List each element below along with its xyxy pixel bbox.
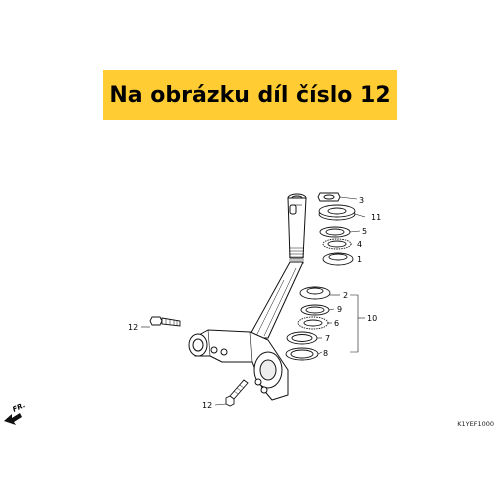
lower-bearing-stack (285, 286, 331, 361)
title-banner: Na obrázku díl číslo 12 (103, 70, 397, 120)
callout-4: 4 (357, 240, 362, 249)
callout-labels: 3 11 5 4 1 2 9 6 7 8 10 12 12 (128, 196, 381, 410)
leader-lines (141, 196, 366, 406)
callout-5: 5 (362, 227, 367, 236)
diagram-code: K1YEF1000 (457, 420, 494, 428)
front-direction-arrow-icon: FR. (4, 401, 27, 425)
part-7-seal (286, 331, 318, 345)
upper-bearing-stack (317, 192, 356, 266)
callout-12-upper: 12 (128, 323, 138, 332)
part-9-seal (300, 304, 330, 316)
part-12-bolt-upper (149, 316, 181, 327)
callout-12-lower: 12 (202, 401, 212, 410)
callout-10: 10 (367, 314, 377, 323)
part-5-washer (319, 226, 351, 238)
callout-6: 6 (334, 319, 339, 328)
steering-stem (188, 193, 307, 401)
part-3-nut (317, 192, 341, 202)
callout-2: 2 (343, 291, 348, 300)
callout-11: 11 (371, 213, 381, 222)
callout-8: 8 (323, 349, 328, 358)
part-8-dust-seal (285, 347, 319, 361)
callout-3: 3 (359, 196, 364, 205)
callout-9: 9 (337, 305, 342, 314)
front-direction-label: FR. (11, 401, 26, 414)
part-6-bearing (297, 316, 329, 330)
part-1-race (322, 252, 354, 266)
part-12-bolt-lower (225, 379, 249, 407)
part-4-bearing (322, 238, 352, 250)
callout-1: 1 (357, 255, 362, 264)
callout-7: 7 (325, 334, 330, 343)
part-11-nut (318, 204, 356, 221)
part-2-race (299, 286, 331, 300)
